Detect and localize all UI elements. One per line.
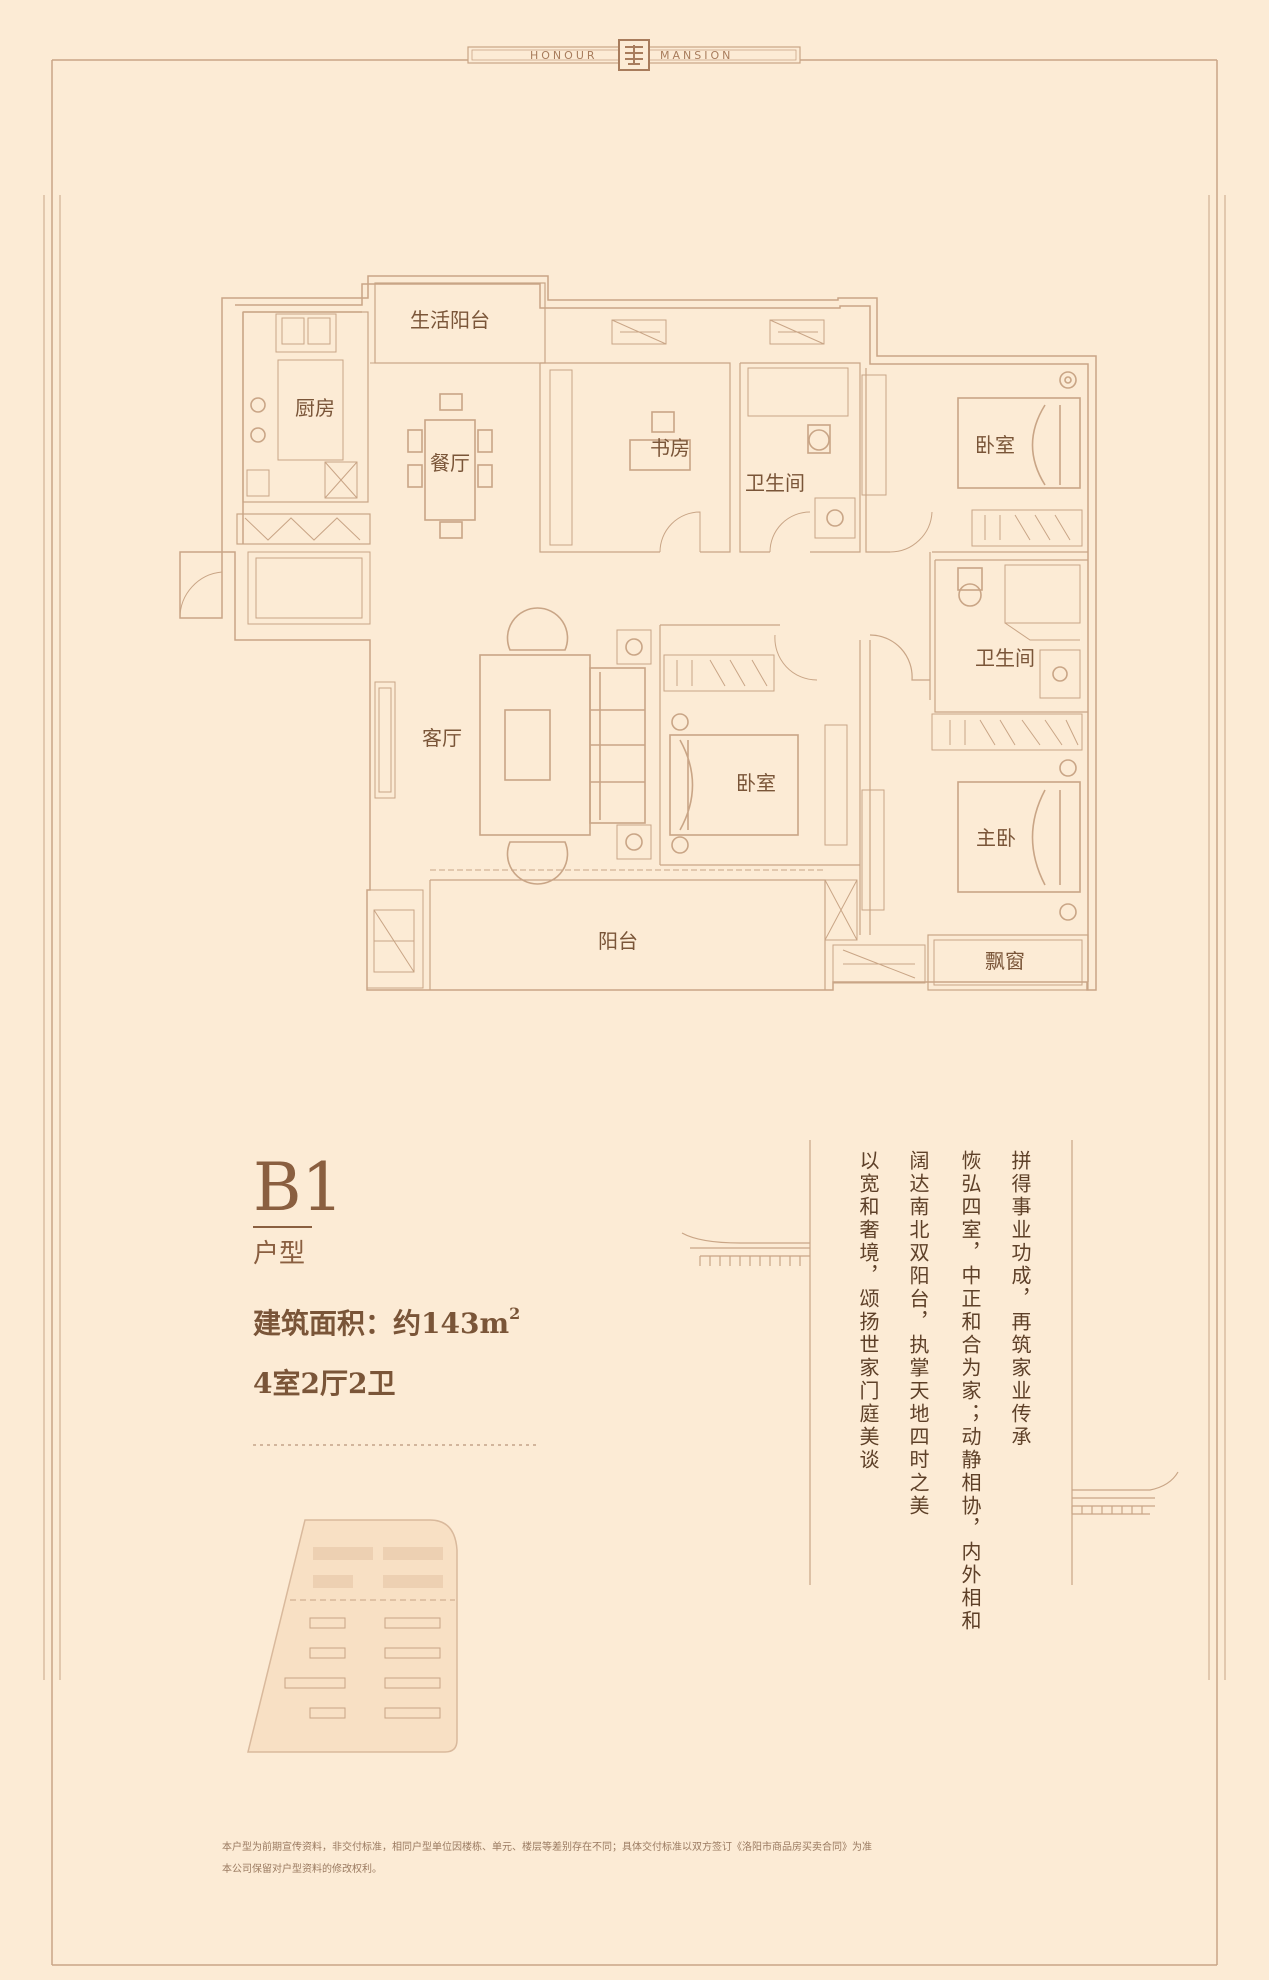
disclaimer-line-1: 本户型为前期宣传资料，非交付标准，相同户型单位因楼栋、单元、楼层等差别存在不同；… (222, 1840, 872, 1853)
room-study: 书房 (650, 436, 690, 460)
unit-layout: 4室2厅2卫 (253, 1367, 395, 1400)
room-bathroom-1: 卫生间 (745, 471, 805, 495)
room-dining: 餐厅 (430, 451, 470, 475)
poem: 拼得事业功成，再筑家业传承 恢弘四室，中正和合为家；动静相协，内外相和 阔达南北… (809, 1140, 1073, 1633)
room-bathroom-2: 卫生间 (975, 646, 1035, 670)
disclaimer: 本户型为前期宣传资料，非交付标准，相同户型单位因楼栋、单元、楼层等差别存在不同；… (222, 1840, 872, 1875)
roof-ornament-left (681, 1232, 810, 1266)
disclaimer-line-2: 本公司保留对户型资料的修改权利。 (222, 1862, 382, 1875)
room-bedroom-1: 卧室 (975, 433, 1015, 457)
unit-code: B1 (253, 1149, 344, 1226)
room-balcony: 阳台 (598, 929, 638, 953)
room-bedroom-2: 卧室 (736, 771, 776, 795)
poem-column-2: 恢弘四室，中正和合为家；动静相协，内外相和 (958, 1150, 982, 1633)
room-master-bedroom: 主卧 (976, 826, 1016, 850)
poem-column-4: 以宽和奢境，颂扬世家门庭美谈 (856, 1150, 880, 1472)
unit-area-text: 建筑面积：约143m (253, 1307, 509, 1340)
header-badge: HONOUR MANSION (467, 39, 801, 71)
poem-column-3: 阔达南北双阳台，执掌天地四时之美 (906, 1150, 930, 1518)
floor-plan: 生活阳台 厨房 餐厅 书房 卫生间 卧室 卫生间 客厅 卧室 主卧 阳台 飘窗 (179, 275, 1097, 991)
poster-frame (43, 59, 1226, 1966)
room-living: 客厅 (422, 726, 462, 750)
roof-ornament-right (1071, 1471, 1179, 1515)
site-key-plan (247, 1519, 458, 1753)
logo-seal (618, 39, 650, 71)
header-right-text: MANSION (660, 49, 733, 62)
poem-column-1: 拼得事业功成，再筑家业传承 (1008, 1150, 1032, 1449)
unit-info: B1 户型 建筑面积：约143m2 4室2厅2卫 (253, 1149, 540, 1446)
unit-label: 户型 (253, 1239, 305, 1269)
room-kitchen: 厨房 (295, 396, 335, 420)
room-bay-window: 飘窗 (985, 949, 1025, 973)
room-service-balcony: 生活阳台 (410, 308, 490, 332)
unit-area-sup: 2 (509, 1304, 520, 1323)
unit-area: 建筑面积：约143m2 (253, 1304, 520, 1340)
header-left-text: HONOUR (530, 49, 598, 62)
